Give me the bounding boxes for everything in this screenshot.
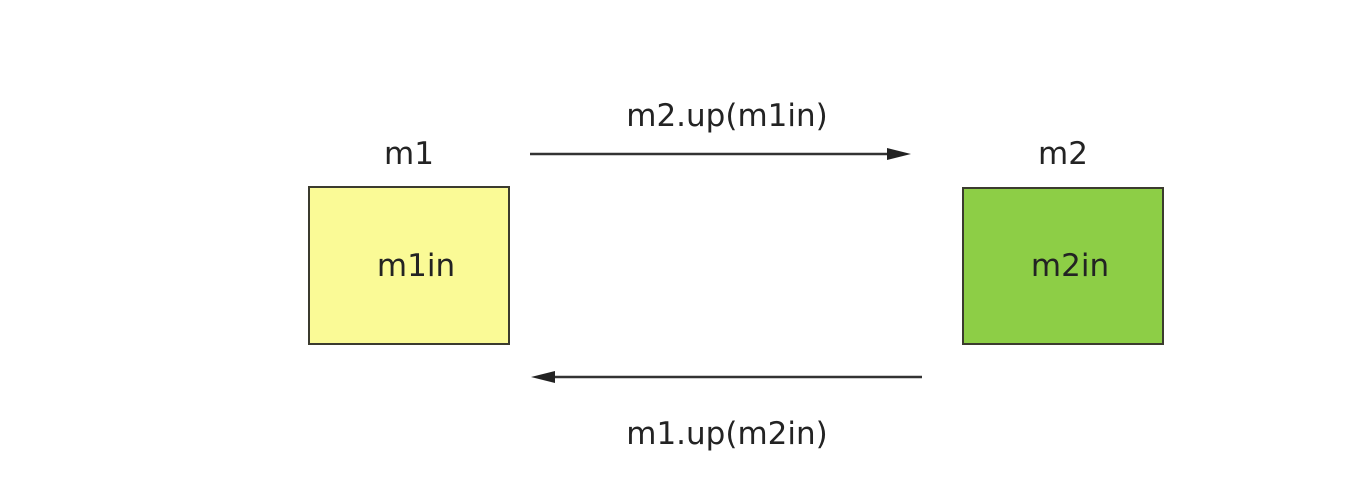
node-m1-title: m1	[384, 136, 434, 172]
arrow-bottom-label: m1.up(m2in)	[626, 416, 828, 452]
node-m1-inner-label: m1in	[376, 247, 456, 284]
node-m2-box: m2in	[962, 187, 1164, 345]
arrow-m1-to-m2-icon	[530, 148, 911, 160]
arrow-top-label: m2.up(m1in)	[626, 98, 828, 134]
node-m2-inner-label: m2in	[1030, 248, 1110, 284]
node-m1-box: m1in	[308, 186, 510, 345]
arrow-m2-to-m1-icon	[531, 371, 922, 383]
node-m2-title: m2	[1038, 136, 1088, 172]
